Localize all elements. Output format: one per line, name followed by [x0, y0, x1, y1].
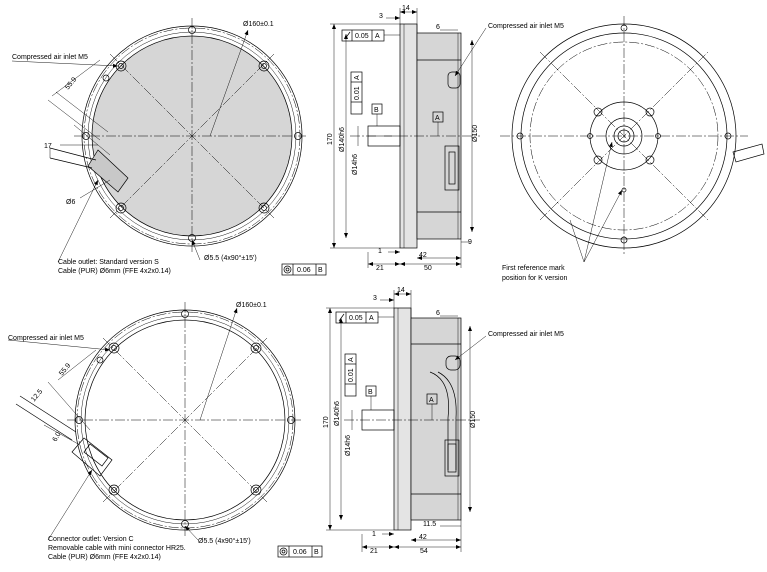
rear-view-k: First reference mark position for K vers…	[500, 16, 765, 282]
cable-note-1: Cable outlet: Standard version S	[58, 259, 159, 266]
datum-a: A	[435, 115, 440, 122]
ref-note-2: position for K version	[502, 275, 567, 282]
dim-140h6: Ø140h6	[339, 127, 346, 152]
side-view-s: A B 0.05 A 0.01 A 170 Ø140h6 Ø14h6 Ø150 …	[281, 5, 564, 276]
dim-21: 21	[376, 265, 384, 272]
holes-label: Ø5.5 (4x90°±15')	[204, 254, 257, 262]
angle-label-c: 55.9	[58, 362, 72, 377]
cable-dia-label-c: 6.0	[52, 431, 63, 443]
dim-14h6-c: Ø14h6	[345, 435, 352, 456]
datum-a-c: A	[429, 397, 434, 404]
side-view-c: A B 0.05 A 0.01 A 170 Ø140h6 Ø14h6 Ø150 …	[277, 287, 564, 558]
dim-170-c: 170	[323, 416, 330, 428]
dim-3-c: 3	[373, 295, 377, 302]
connector-note-2: Removable cable with mini connector HR25…	[48, 545, 186, 552]
flatness-value: 0.05	[355, 33, 369, 40]
ref-note-1: First reference mark	[502, 265, 565, 272]
dim-14h6: Ø14h6	[352, 154, 359, 175]
dim-11-5-c: 11.5	[423, 521, 436, 528]
dim-140h6-c: Ø140h6	[334, 401, 341, 426]
dia-outer-label: Ø160±0.1	[243, 21, 274, 28]
front-view-c: Ø160±0.1 Compressed air inlet M5 55.9 12…	[7, 302, 303, 561]
holes-label-c: Ø5.5 (4x90°±15')	[198, 537, 251, 545]
dim-150-c: Ø150	[470, 411, 477, 428]
runout-datum-c: B	[314, 549, 319, 556]
dia-outer-label-c: Ø160±0.1	[236, 302, 267, 309]
air-inlet-label-c: Compressed air inlet M5	[8, 335, 84, 342]
cable-width-label-c: 12.5	[30, 388, 44, 403]
front-view-s: Ø160±0.1 Compressed air inlet M5 55.9 17…	[11, 18, 306, 275]
cable-dia-label: Ø6	[66, 199, 75, 206]
flatness-datum: A	[375, 33, 380, 40]
air-inlet-label-side: Compressed air inlet M5	[488, 23, 564, 30]
dim-50: 50	[424, 265, 432, 272]
dim-42-c: 42	[419, 534, 427, 541]
dim-42: 42	[419, 252, 427, 259]
dim-6: 6	[436, 24, 440, 31]
mounting-hole	[258, 60, 270, 72]
flatness-datum-c: A	[369, 315, 374, 322]
runout-value-c: 0.06	[293, 549, 307, 556]
air-inlet-label: Compressed air inlet M5	[12, 54, 88, 61]
dim-14: 14	[402, 5, 410, 12]
air-inlet-label-side-c: Compressed air inlet M5	[488, 331, 564, 338]
dim-3: 3	[379, 13, 383, 20]
flatness-value-c: 0.05	[349, 315, 363, 322]
parallel-value-c: 0.01	[348, 368, 355, 382]
runout-value: 0.06	[297, 267, 311, 274]
dim-170: 170	[327, 133, 334, 145]
datum-b: B	[374, 107, 379, 114]
dim-150: Ø150	[472, 125, 479, 142]
parallel-datum-c: A	[348, 357, 355, 362]
dim-6-c: 6	[436, 310, 440, 317]
runout-datum: B	[318, 267, 323, 274]
dim-54-c: 54	[420, 548, 428, 555]
connector-note-3: Cable (PUR) Ø6mm (FFE 4x2x0.14)	[48, 554, 161, 561]
cable-width-label: 17	[44, 143, 52, 150]
parallel-datum: A	[354, 75, 361, 80]
cable-note-2: Cable (PUR) Ø6mm (FFE 4x2x0.14)	[58, 268, 171, 275]
parallel-value: 0.01	[354, 86, 361, 100]
mounting-hole	[115, 202, 127, 214]
dim-14-c: 14	[397, 287, 405, 294]
connector-outlet	[15, 395, 113, 477]
dim-1-c: 1	[372, 531, 376, 538]
dim-9: 9	[468, 239, 472, 246]
datum-b-c: B	[368, 389, 373, 396]
mounting-hole	[258, 202, 270, 214]
dim-1: 1	[378, 248, 382, 255]
cable-outlet	[49, 147, 129, 193]
dim-21-c: 21	[370, 548, 378, 555]
connector-note-1: Connector outlet: Version C	[48, 536, 134, 543]
angle-label: 55.9	[64, 76, 78, 91]
